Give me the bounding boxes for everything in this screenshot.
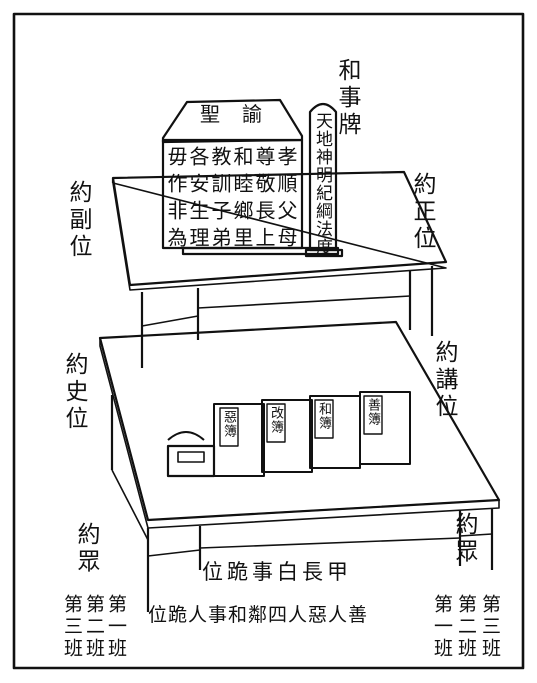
tablet-column: 教訓子弟 [208,146,232,254]
upper-table [111,170,448,368]
seat-yue-fu: 約副位 [65,180,91,261]
register-books [213,391,411,477]
rank-right: 第一班 [431,594,453,660]
tablet-column: 孝順父母 [274,146,298,254]
page-border [12,12,525,670]
rank-right: 第三班 [479,594,501,660]
seat-yue-shi: 約史位 [61,352,87,433]
tablet-column: 毋作非為 [164,146,188,254]
register-label: 善簿 [365,398,380,426]
register-label: 改簿 [268,406,283,434]
tablet-column: 尊敬長上 [252,146,276,254]
seat-yue-zhong-right: 約眾 [451,512,477,566]
lower-table [98,320,501,612]
seat-yue-zhong-left: 約眾 [73,522,99,576]
register-label: 和簿 [316,402,331,430]
rank-right: 第二班 [455,594,477,660]
register-label: 惡簿 [221,410,236,438]
placard-title: 和事牌 [334,58,360,139]
rank-left: 第三班 [61,594,83,660]
ink-box [166,431,216,478]
peace-placard [304,102,344,258]
tablet-column: 和睦鄉里 [230,146,254,254]
rank-left: 第二班 [83,594,105,660]
kneeling-position-label: 甲長白事跪位 [202,560,352,584]
bottom-caption: 善人惡人四鄰和事人跪位 [148,604,369,626]
seat-yue-zheng: 約正位 [409,172,435,253]
placard-text: 天地神明紀綱法度 [312,112,332,256]
tablet-column: 各安生理 [186,146,210,254]
tablet-heading: 聖諭 [200,102,284,126]
rank-left: 第一班 [105,594,127,660]
seat-yue-jiang: 約講位 [431,340,457,421]
